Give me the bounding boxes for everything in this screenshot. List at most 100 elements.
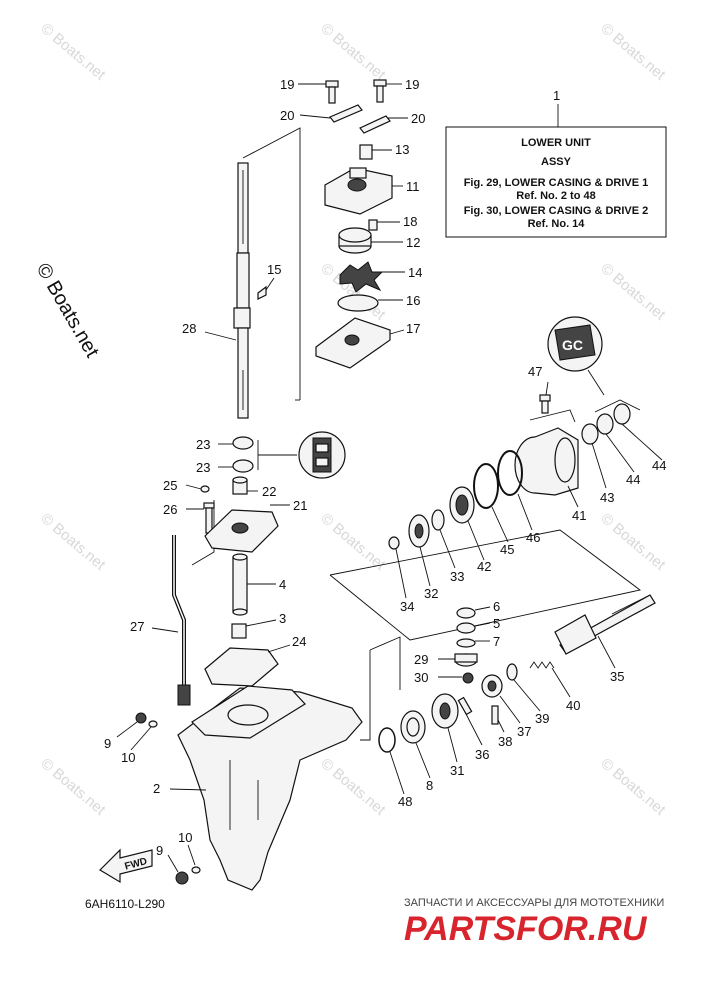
pinion-29 bbox=[454, 653, 478, 667]
reverse-gear-32 bbox=[408, 514, 430, 548]
callout-9: 9 bbox=[104, 736, 111, 751]
outer-plate-17 bbox=[315, 317, 391, 369]
oil-seal-44-right bbox=[613, 403, 631, 425]
retailer-brand: PARTSFOR.RU bbox=[404, 910, 648, 948]
callout-20: 20 bbox=[280, 108, 294, 123]
bearing-23-lower bbox=[232, 459, 254, 473]
leader-lines bbox=[116, 83, 663, 873]
watermark: © Boats.net bbox=[37, 20, 109, 84]
callout-45: 45 bbox=[500, 542, 514, 557]
watermark: © Boats.net bbox=[597, 20, 669, 84]
washer-5 bbox=[456, 622, 476, 634]
callout-4: 4 bbox=[279, 577, 286, 592]
diagram-code: 6AH6110-L290 bbox=[85, 897, 165, 911]
shim-7 bbox=[456, 638, 476, 648]
gasket-24 bbox=[204, 647, 279, 687]
ref-line-3: Fig. 29, LOWER CASING & DRIVE 1 bbox=[464, 177, 649, 189]
shift-rod-27 bbox=[172, 535, 191, 706]
insert-cartridge-13 bbox=[359, 144, 373, 160]
assembly-guide-lines bbox=[191, 127, 642, 741]
callout-19: 19 bbox=[280, 77, 294, 92]
sleeve-4 bbox=[232, 553, 248, 616]
callout-26: 26 bbox=[163, 502, 177, 517]
callout-11: 11 bbox=[406, 179, 420, 194]
watermark: © Boats.net bbox=[317, 755, 389, 819]
seal-22 bbox=[232, 476, 248, 495]
pin-18 bbox=[368, 219, 378, 231]
callout-47: 47 bbox=[528, 364, 542, 379]
screw-9-lower bbox=[175, 871, 189, 885]
insert-12 bbox=[338, 227, 372, 254]
callout-25: 25 bbox=[163, 478, 177, 493]
nut-30 bbox=[462, 672, 474, 684]
screw-9-upper bbox=[135, 712, 147, 724]
watermark: © Boats.net bbox=[597, 510, 669, 574]
callout-20: 20 bbox=[411, 111, 425, 126]
gc-label: GC bbox=[562, 337, 583, 353]
callout-43: 43 bbox=[600, 490, 614, 505]
callout-40: 40 bbox=[566, 698, 580, 713]
watermark: © Boats.net bbox=[37, 755, 109, 819]
washer-39 bbox=[506, 663, 518, 681]
clip-25 bbox=[200, 485, 210, 493]
bearing-detail-inset bbox=[298, 431, 346, 479]
o-ring-46 bbox=[497, 450, 523, 496]
callout-8: 8 bbox=[426, 778, 433, 793]
callout-22: 22 bbox=[262, 484, 276, 499]
callout-30: 30 bbox=[414, 670, 428, 685]
watermark: © Boats.net bbox=[317, 510, 389, 574]
impeller-14 bbox=[339, 261, 384, 293]
pump-housing-11 bbox=[324, 167, 393, 215]
ref-line-5: Fig. 30, LOWER CASING & DRIVE 2 bbox=[464, 205, 649, 217]
callout-44: 44 bbox=[652, 458, 666, 473]
callout-10: 10 bbox=[178, 830, 192, 845]
callout-44: 44 bbox=[626, 472, 640, 487]
callout-13: 13 bbox=[395, 142, 409, 157]
callout-12: 12 bbox=[406, 235, 420, 250]
ref-line-1: LOWER UNIT bbox=[521, 137, 591, 149]
watermark: © Boats.net bbox=[597, 755, 669, 819]
ref-line-2: ASSY bbox=[541, 156, 572, 168]
callout-48: 48 bbox=[398, 794, 412, 809]
callout-3: 3 bbox=[279, 611, 286, 626]
washer-plate-20-left bbox=[329, 104, 363, 123]
callout-15: 15 bbox=[267, 262, 281, 277]
watermark: © Boats.net bbox=[317, 20, 389, 84]
washer-plate-20-right bbox=[359, 115, 391, 134]
callout-35: 35 bbox=[610, 669, 624, 684]
bushing-3 bbox=[231, 623, 247, 639]
oil-seal-44-left bbox=[596, 413, 614, 435]
callout-28: 28 bbox=[182, 321, 196, 336]
shim-6 bbox=[456, 607, 476, 619]
retailer-tagline: ЗАПЧАСТИ И АКСЕССУАРЫ ДЛЯ МОТОТЕХНИКИ bbox=[404, 897, 664, 909]
propeller-shaft-35 bbox=[554, 594, 656, 655]
callout-14: 14 bbox=[408, 265, 422, 280]
plunger-36 bbox=[457, 696, 473, 716]
taper-bearing-8 bbox=[400, 710, 426, 744]
o-ring-45 bbox=[473, 463, 499, 509]
dog-clutch-37 bbox=[481, 674, 503, 698]
callout-32: 32 bbox=[424, 586, 438, 601]
callout-17: 17 bbox=[406, 321, 420, 336]
callout-19: 19 bbox=[405, 77, 419, 92]
fwd-arrow-icon: FWD bbox=[99, 848, 153, 884]
callout-7: 7 bbox=[493, 634, 500, 649]
callout-46: 46 bbox=[526, 530, 540, 545]
reference-box-frame bbox=[445, 126, 667, 238]
callout-42: 42 bbox=[477, 559, 491, 574]
callout-33: 33 bbox=[450, 569, 464, 584]
callout-24: 24 bbox=[292, 634, 306, 649]
circlip-34 bbox=[388, 536, 400, 550]
callout-38: 38 bbox=[498, 734, 512, 749]
callout-10: 10 bbox=[121, 750, 135, 765]
bearing-23-upper bbox=[232, 436, 254, 450]
callout-27: 27 bbox=[130, 619, 144, 634]
ball-bearing-42 bbox=[449, 486, 475, 524]
housing-21 bbox=[204, 509, 279, 553]
callout-1: 1 bbox=[553, 88, 560, 103]
drive-shaft-28 bbox=[233, 162, 251, 419]
callout-23: 23 bbox=[196, 437, 210, 452]
watermark: © Boats.net bbox=[597, 260, 669, 324]
bolt-47 bbox=[539, 394, 551, 414]
